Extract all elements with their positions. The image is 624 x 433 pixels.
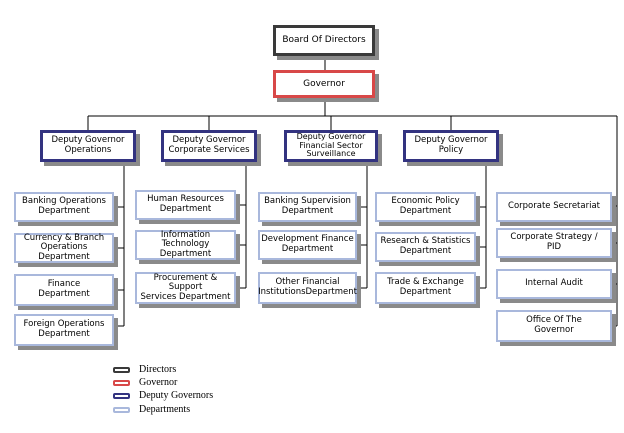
- legend-swatch-deputy-governors: [113, 392, 130, 399]
- legend-item-deputy-governors: Deputy Governors: [113, 390, 213, 401]
- corporate-strategy-pid-box: Corporate Strategy / PID: [496, 228, 612, 258]
- legend-label-directors: Directors: [139, 364, 177, 375]
- information-technology-department-box: Information Technology Department: [135, 230, 236, 260]
- research-statistics-department-box: Research & Statistics Department: [375, 232, 476, 262]
- legend-label-governor: Governor: [139, 377, 178, 388]
- internal-audit-box: Internal Audit: [496, 269, 612, 299]
- trade-exchange-department-box: Trade & Exchange Department: [375, 272, 476, 304]
- legend-swatch-directors: [113, 366, 130, 373]
- currency-branch-operations-department-box: Currency & Branch Operations Department: [14, 233, 114, 263]
- foreign-operations-department-box: Foreign Operations Department: [14, 314, 114, 346]
- deputy-governor-surveillance-box: Deputy Governor Financial Sector Surveil…: [284, 130, 378, 162]
- procurement-support-services-department-box: Procurement & Support Services Departmen…: [135, 272, 236, 304]
- office-of-the-governor-box: Office Of The Governor: [496, 310, 612, 342]
- legend-item-directors: Directors: [113, 364, 176, 375]
- banking-supervision-department-box: Banking Supervision Department: [258, 192, 357, 222]
- economic-policy-department-box: Economic Policy Department: [375, 192, 476, 222]
- deputy-governor-policy-box: Deputy Governor Policy: [403, 130, 499, 162]
- legend-swatch-departments: [113, 406, 130, 413]
- legend-label-deputy-governors: Deputy Governors: [139, 390, 214, 401]
- development-finance-department-box: Development Finance Department: [258, 230, 357, 260]
- legend-item-governor: Governor: [113, 377, 177, 388]
- finance-department-box: Finance Department: [14, 274, 114, 306]
- governor-box: Governor: [273, 70, 375, 98]
- other-financial-institutions-department-box: Other Financial InstitutionsDepartment: [258, 272, 357, 304]
- deputy-governor-operations-box: Deputy Governor Operations: [40, 130, 136, 162]
- banking-operations-department-box: Banking Operations Department: [14, 192, 114, 222]
- corporate-secretariat-box: Corporate Secretariat: [496, 192, 612, 222]
- deputy-governor-corporate-services-box: Deputy Governor Corporate Services: [161, 130, 257, 162]
- legend-label-departments: Departments: [139, 404, 191, 415]
- legend-item-departments: Departments: [113, 404, 190, 415]
- legend-swatch-governor: [113, 379, 130, 386]
- board-of-directors-box: Board Of Directors: [273, 25, 375, 56]
- human-resources-department-box: Human Resources Department: [135, 190, 236, 220]
